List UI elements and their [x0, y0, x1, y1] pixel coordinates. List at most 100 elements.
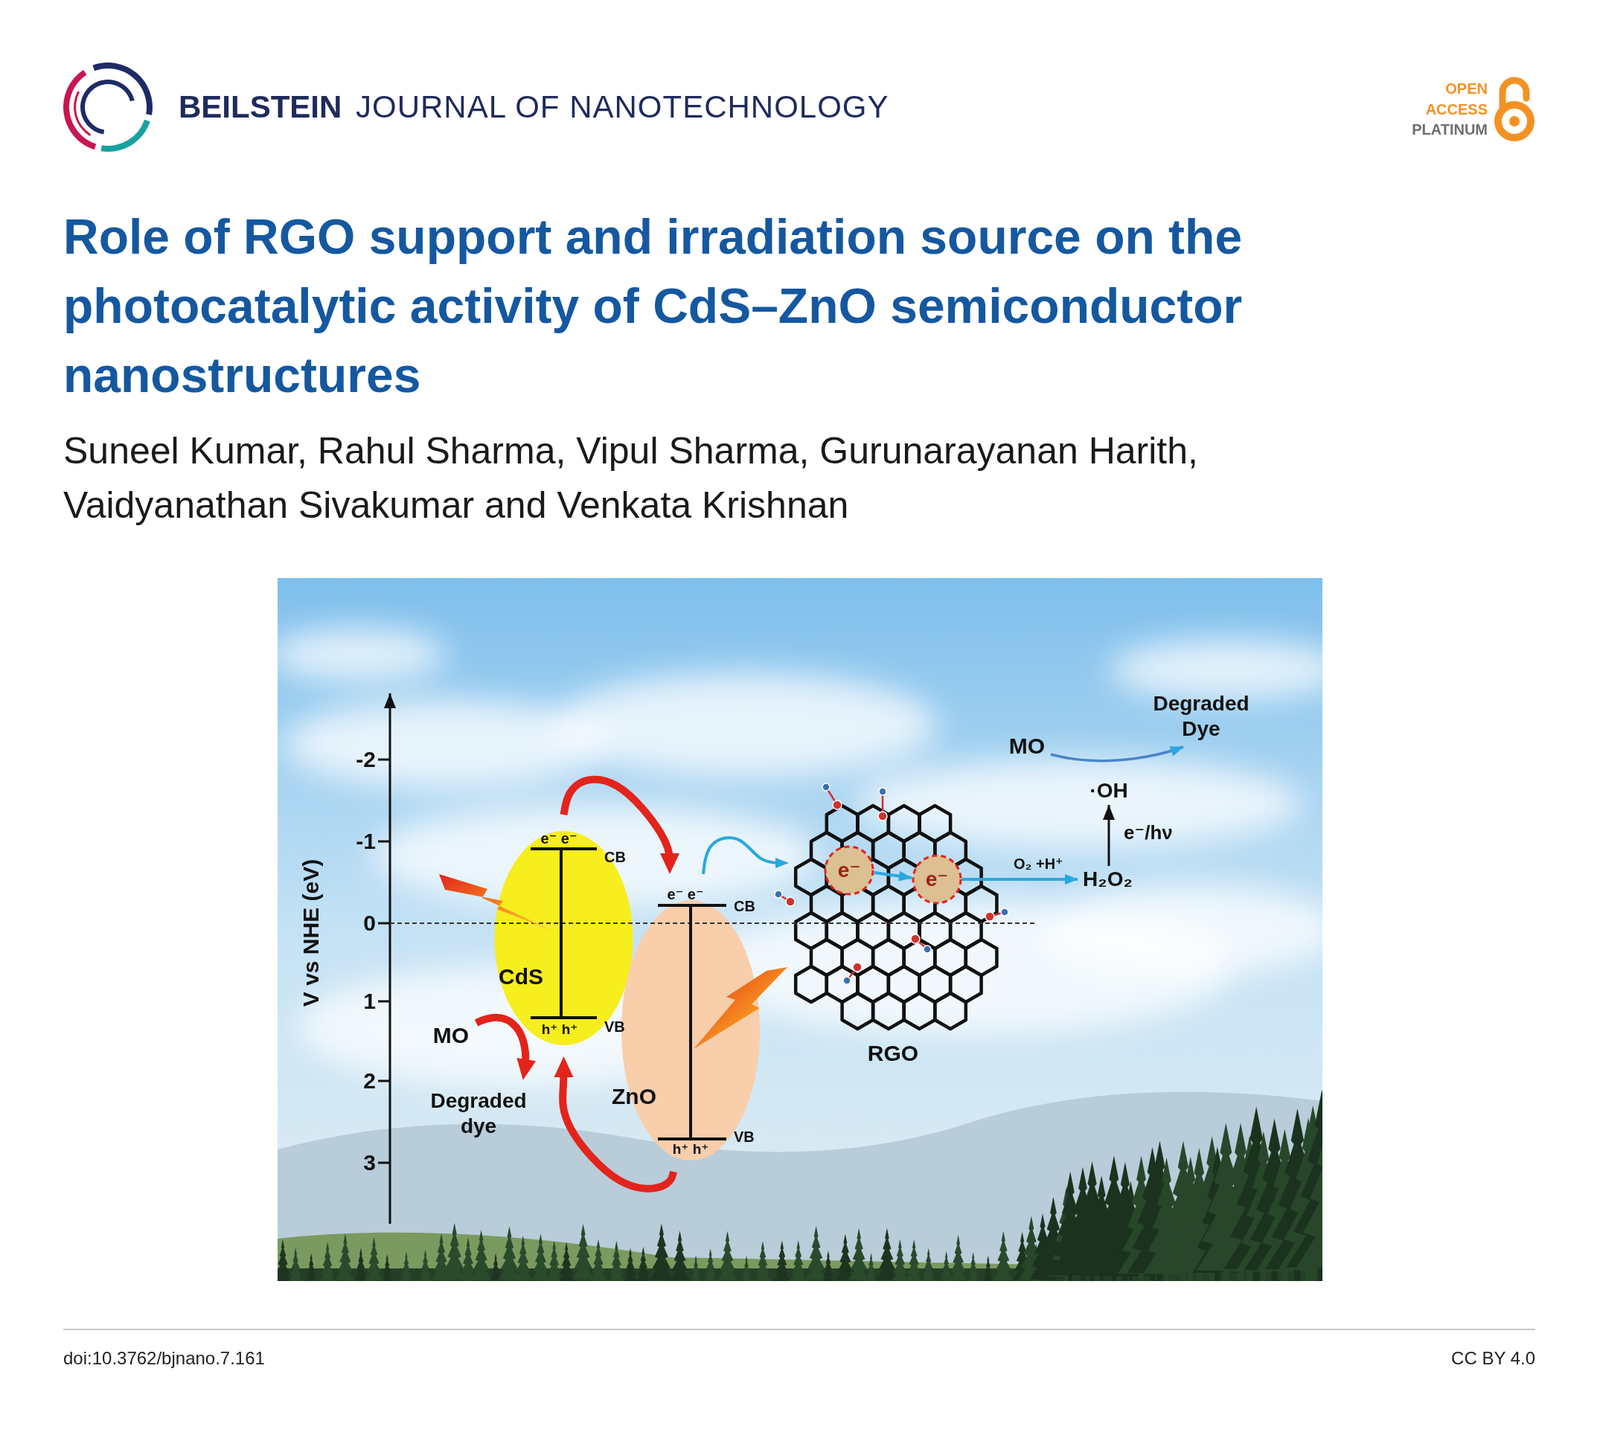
graphene-sheet: RGO	[788, 800, 1013, 1076]
conifer-tree	[590, 1239, 607, 1282]
carbon-ring	[872, 993, 905, 1030]
conifer-tree	[948, 1235, 968, 1282]
electron-transfer-arrow	[961, 878, 1078, 882]
conifer-tree	[320, 1242, 336, 1282]
node-label: ZnO	[611, 1083, 657, 1111]
reaction-condition: e⁻/hν	[1123, 821, 1173, 845]
conifer-tree	[650, 1223, 673, 1282]
journal-name: JOURNAL OF NANOTECHNOLOGY	[355, 88, 890, 126]
oxygen-atom	[785, 897, 795, 907]
oxygen-atom	[832, 800, 842, 810]
conifer-tree	[608, 1241, 626, 1282]
axis-title: V vs NHE (eV)	[297, 859, 325, 1007]
landscape-background	[277, 578, 1323, 1282]
conifer-tree	[572, 1224, 595, 1282]
conifer-tree	[489, 1253, 502, 1282]
conifer-tree	[704, 1248, 718, 1282]
axis-tick-label: -1	[355, 828, 376, 856]
charge-label: h⁺ h⁺	[541, 1021, 579, 1039]
axis-tick-label: 2	[363, 1067, 376, 1095]
ellipse-outline	[606, 874, 763, 1173]
energy-axis	[378, 693, 390, 1225]
band-region	[621, 900, 760, 1161]
conifer-tree	[773, 1240, 791, 1282]
carbon-ring	[934, 993, 966, 1030]
conifer-tree	[623, 1248, 638, 1282]
conifer-tree	[741, 1256, 753, 1282]
valence-band	[657, 1137, 727, 1141]
electron-label: e⁻	[837, 858, 861, 884]
electron-transfer-arrow	[874, 872, 912, 879]
oxygen-atom	[852, 962, 862, 972]
degradation-arrow	[1050, 747, 1184, 762]
reaction-arrows	[476, 747, 1184, 1071]
open-access-lock	[1498, 80, 1531, 138]
conifer-tree	[891, 1239, 908, 1282]
conifer-tree	[939, 1251, 953, 1282]
conifer-tree	[471, 1230, 492, 1282]
conifer-tree	[1296, 1093, 1323, 1282]
dye-label: MO	[433, 1022, 469, 1050]
dye-label: MO	[1009, 733, 1045, 760]
valence-band	[530, 1016, 597, 1020]
hydrogen-atom	[923, 945, 931, 954]
product-label: Degraded dye	[422, 1088, 535, 1139]
species-label: ·OH	[1089, 778, 1128, 804]
conifer-tree	[354, 1248, 368, 1282]
axis-tick-label: 1	[363, 988, 376, 1016]
light-bolt	[693, 967, 788, 1050]
axis-tick	[378, 1080, 390, 1083]
conifer-tree	[835, 1233, 855, 1282]
conifer-tree	[876, 1228, 898, 1282]
journal-name: BEILSTEIN	[178, 88, 342, 126]
charge-label: h⁺ h⁺	[672, 1141, 710, 1159]
journal-logo	[63, 62, 153, 152]
conifer-tree	[514, 1236, 533, 1282]
conifer-tree	[546, 1241, 563, 1282]
species-label: H₂O₂	[1082, 866, 1133, 893]
axis-tick	[378, 759, 390, 762]
electron-site	[913, 855, 961, 904]
axis-tick	[378, 1162, 390, 1165]
light-bolt	[439, 874, 555, 932]
band-gap	[559, 849, 563, 1019]
charge-label: e⁻ e⁻	[541, 829, 578, 848]
conifer-tree	[690, 1255, 702, 1282]
logo-arc	[73, 90, 91, 137]
carbon-ring	[904, 993, 936, 1030]
conduction-band	[530, 847, 597, 851]
hydrogen-atom	[822, 783, 830, 792]
conifer-tree	[288, 1248, 303, 1282]
carbon-ring	[795, 966, 827, 1003]
conifer-tree	[983, 1256, 995, 1282]
semiconductor-ellipse: ZnO	[606, 874, 763, 1173]
axis-line	[389, 693, 392, 1225]
conduction-band	[657, 904, 727, 908]
paper-title: Role of RGO support and irradiation sour…	[63, 202, 1344, 411]
band-label: VB	[733, 1128, 755, 1147]
conifer-tree	[498, 1226, 521, 1282]
axis-tick	[378, 840, 390, 844]
cloud	[277, 628, 447, 681]
species-label: O₂ +H⁺	[1013, 855, 1064, 873]
electron-label: e⁻	[925, 866, 949, 893]
axis-tick-label: 3	[363, 1149, 376, 1177]
band-region	[494, 831, 634, 1046]
electron-site	[825, 846, 873, 895]
carbon-ring	[842, 993, 874, 1030]
conifer-tree	[922, 1248, 936, 1282]
logo-arc	[101, 119, 151, 152]
hydrogen-atom	[878, 788, 887, 796]
hydrogen-atom	[843, 977, 851, 985]
axis-tick	[378, 922, 390, 926]
graphene-lattice	[774, 783, 1009, 1030]
conifer-tree	[669, 1230, 690, 1282]
conifer-tree	[400, 1252, 413, 1282]
conifer-tree	[905, 1239, 923, 1282]
transfer-arrow	[703, 837, 785, 875]
node-label: RGO	[867, 1040, 919, 1068]
conifer-tree	[993, 1231, 1013, 1282]
access-badge: PLATINUM	[1411, 120, 1488, 139]
access-badge: OPEN	[1445, 79, 1488, 98]
conifer-tree	[821, 1250, 835, 1282]
